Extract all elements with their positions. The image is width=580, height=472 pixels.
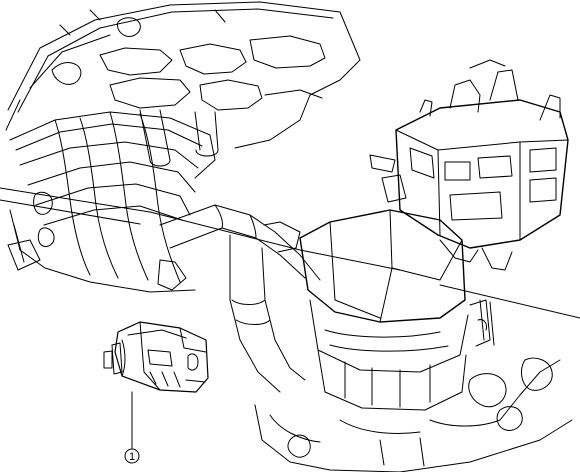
- starter-motor: [103, 321, 209, 393]
- intake-manifold: [7, 111, 216, 293]
- callout-balloon: [124, 448, 140, 464]
- frame-rail-line-lower: [0, 199, 141, 225]
- engine-cylinder-head: [5, 1, 361, 167]
- air-cleaner-box: [299, 209, 491, 411]
- callout-label-1: 1: [129, 451, 135, 463]
- transmission-lower: [254, 299, 573, 472]
- battery-fuse-box: [369, 59, 569, 271]
- frame-rail-line: [0, 187, 580, 319]
